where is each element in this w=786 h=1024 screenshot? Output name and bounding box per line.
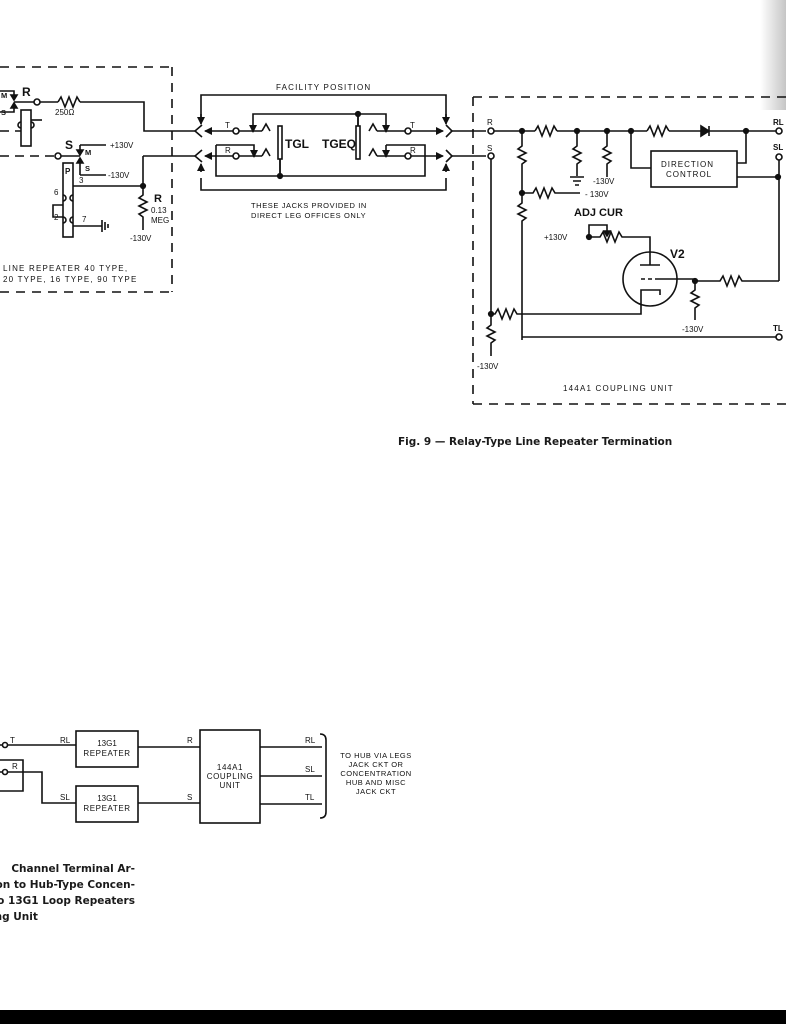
figure10-caption-line1: Channel Terminal Ar- [11, 863, 135, 875]
resistor-r-label: R [154, 193, 162, 205]
hub-note-line1: TO HUB VIA LEGS [340, 751, 412, 760]
minus-130v-label-2: - 130V [585, 190, 609, 199]
coupling-unit-box [472, 96, 786, 405]
fig10-rl-label: RL [305, 736, 316, 745]
coupling-box-line2: COUPLING [207, 772, 254, 781]
fig10-t-label: T [10, 736, 15, 745]
contact-m-label-2: M [85, 148, 91, 157]
figure10-caption-line2: ion to Hub-Type Concen- [0, 879, 135, 891]
repeater1-line1: 13G1 [97, 739, 117, 748]
tgeq-label: TGEQ [322, 137, 356, 151]
line-repeater-label-2: 20 TYPE, 16 TYPE, 90 TYPE [3, 275, 138, 284]
minus-130v-label-1: -130V [593, 177, 615, 186]
terminal-tl-label: TL [773, 324, 783, 333]
jack-r-right-label: R [410, 146, 416, 155]
terminal-sl-label: SL [773, 143, 783, 152]
minus-130v-label-4: -130V [477, 362, 499, 371]
tgl-label: TGL [285, 137, 309, 151]
jack-r-left-label: R [225, 146, 231, 155]
coupling-box-line3: UNIT [219, 781, 240, 790]
relay-s [0, 144, 196, 238]
relay-s-label: S [65, 138, 73, 152]
jacks-note-line1: THESE JACKS PROVIDED IN [251, 201, 367, 210]
fig10-sl-in-label: SL [60, 793, 70, 802]
line-repeater-label-1: LINE REPEATER 40 TYPE, [3, 264, 128, 273]
repeater2-line2: REPEATER [83, 804, 130, 813]
fig10-tl-label: TL [305, 793, 315, 802]
terminal-s-label: S [487, 144, 492, 153]
resistor-value-line1: 0.13 [151, 206, 167, 215]
pin-2-label: 2 [54, 213, 59, 222]
resistor-250-label: 250Ω [55, 108, 74, 117]
minus-130v-label-3: -130V [682, 325, 704, 334]
line-repeater-box [0, 66, 173, 293]
hub-note-line4: HUB AND MISC [346, 778, 406, 787]
terminal-rl-label: RL [773, 118, 784, 127]
pin-3-label: 3 [79, 176, 84, 185]
repeater2-line1: 13G1 [97, 794, 117, 803]
figure10-caption-line3: wo 13G1 Loop Repeaters [0, 895, 135, 907]
direction-control-line2: CONTROL [666, 170, 712, 179]
minus-130v-label-a: -130V [108, 171, 130, 180]
figure10-caption-line4: ling Unit [0, 911, 38, 923]
minus-130v-label-b: -130V [130, 234, 152, 243]
terminal-r-label: R [487, 118, 493, 127]
relay-r [0, 90, 196, 147]
jacks-note-line2: DIRECT LEG OFFICES ONLY [251, 211, 366, 220]
pin-6-label: 6 [54, 188, 59, 197]
figure10-diagram [0, 729, 327, 824]
contact-s-label: S [1, 108, 6, 117]
figure10-caption: Channel Terminal Ar- ion to Hub-Type Con… [0, 861, 135, 925]
figure9-caption: Fig. 9 — Relay-Type Line Repeater Termin… [398, 436, 673, 448]
jack-t-left-label: T [225, 121, 230, 130]
relay-r-label: R [22, 85, 31, 99]
coupling-unit-circuit [485, 123, 783, 356]
coupling-box-line1: 144A1 [217, 763, 243, 772]
facility-position-jacks [193, 94, 486, 191]
pin-7-label: 7 [82, 215, 87, 224]
adj-cur-label: ADJ CUR [574, 207, 623, 219]
coupling-unit-label: 144A1 COUPLING UNIT [563, 384, 674, 393]
tube-v2-label: V2 [670, 247, 685, 261]
hub-note-line5: JACK CKT [356, 787, 396, 796]
fig10-s-out-label: S [187, 793, 192, 802]
fig10-rl-in-label: RL [60, 736, 71, 745]
fig10-sl-label: SL [305, 765, 315, 774]
resistor-value-line2: MEG [151, 216, 169, 225]
contact-s-label-2: S [85, 164, 90, 173]
fig10-r-out-label: R [187, 736, 193, 745]
resistor-0-13-meg [137, 186, 149, 230]
scan-bottom-border [0, 1010, 786, 1024]
page-edge-shadow [760, 0, 786, 110]
hub-note-line2: JACK CKT OR [349, 760, 404, 769]
plus-130v-label-cu: +130V [544, 233, 568, 242]
repeater1-line2: REPEATER [83, 749, 130, 758]
pin-p-label: P [65, 167, 71, 176]
resistor-250-ohm [57, 94, 81, 110]
hub-note-line3: CONCENTRATION [340, 769, 411, 778]
facility-position-label: FACILITY POSITION [276, 83, 371, 92]
direction-control-line1: DIRECTION [661, 160, 714, 169]
plus-130v-label: +130V [110, 141, 134, 150]
contact-m-label: M [1, 91, 7, 100]
fig10-r-label: R [12, 762, 18, 771]
jack-t-right-label: T [410, 121, 415, 130]
